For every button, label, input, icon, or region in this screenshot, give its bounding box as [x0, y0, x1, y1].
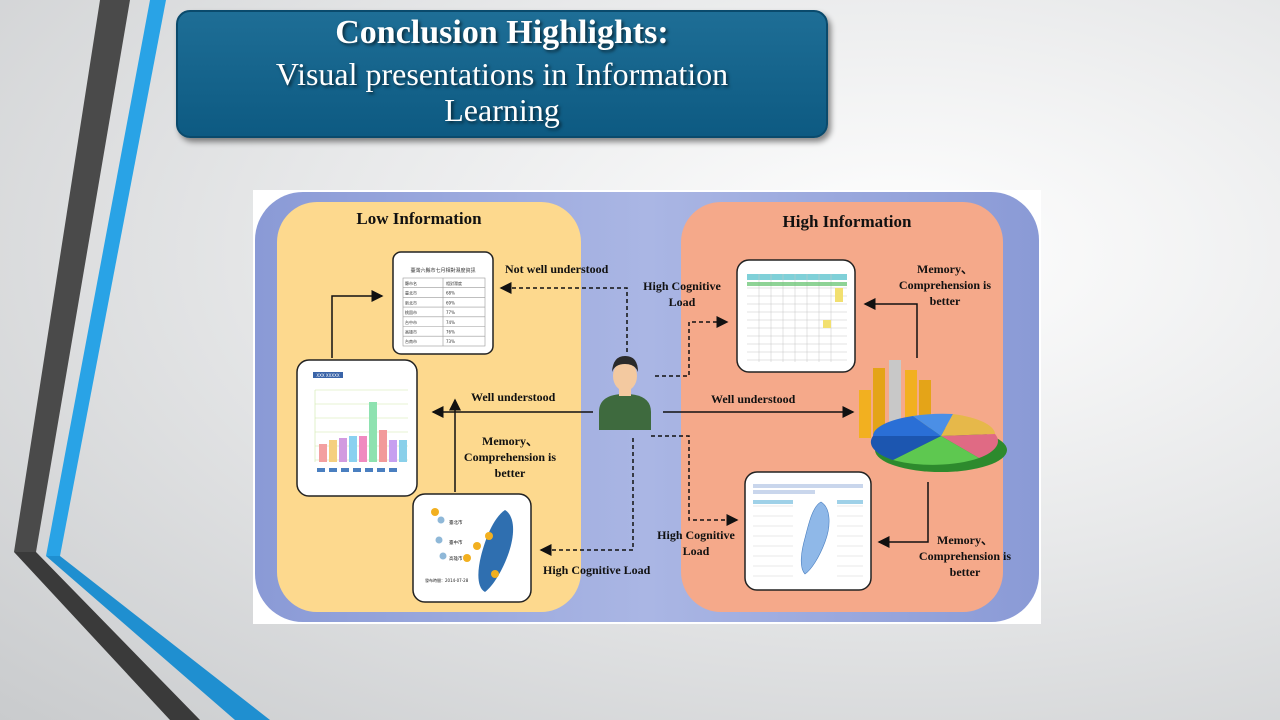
label-high-load-top-2: Load [669, 295, 696, 309]
bar-mark [389, 440, 397, 462]
label-memory-left-2: Comprehension is [464, 450, 556, 464]
table-cell: 68% [446, 291, 455, 296]
label-memory-left-3: better [495, 466, 526, 480]
label-memory-right-bottom-1: Memory、 [937, 533, 993, 547]
slide-title: Conclusion Highlights: [335, 14, 669, 51]
arrow-person-to-map-dashed [539, 438, 634, 556]
weather-map-card: 臺北市 臺中市 高雄市 發布時間：2014-07-28 [412, 493, 532, 603]
label-memory-right-bottom-2: Comprehension is [919, 549, 1011, 563]
sun-icon [431, 508, 439, 516]
label-high-load-bottom: High Cognitive Load [543, 563, 651, 577]
table-cell: 74% [446, 320, 455, 325]
title-banner: Conclusion Highlights: Visual presentati… [176, 10, 828, 138]
bar-card-header: XXX XXXXX [316, 373, 339, 378]
dense-table-card [736, 259, 856, 373]
stripe-blue-bottom [46, 556, 270, 720]
table-cell: 73% [446, 339, 455, 344]
taiwan-forecast-map-shape [800, 501, 830, 575]
label-memory-right-top-2: Comprehension is [899, 278, 991, 292]
bar-mark [359, 436, 367, 462]
low-panel-title: Low Information [356, 209, 482, 228]
information-learning-diagram: Low Information High Information 臺灣六縣市七月… [253, 190, 1041, 624]
label-memory-right-top-3: better [930, 294, 961, 308]
arrow-person-to-forecast-dashed [651, 435, 739, 526]
arrow-pie-to-dense-table [863, 298, 918, 358]
map-label: 臺中市 [449, 539, 463, 546]
pie-bar-3d-graphic [859, 360, 1007, 472]
bar-mark [369, 402, 377, 462]
label-high-load-top-1: High Cognitive [643, 279, 721, 293]
sun-icon [485, 532, 493, 540]
bar-mark [349, 436, 357, 462]
sun-icon [473, 542, 481, 550]
bar-mark [399, 440, 407, 462]
table-cell: 76% [446, 330, 455, 335]
table-card: 臺灣六縣市七月相對濕度資訊 縣市名 相對濕度 臺北市 68% 新北市 69% 桃… [392, 251, 494, 355]
cloud-icon [439, 552, 447, 560]
label-memory-right-bottom-3: better [950, 565, 981, 579]
label-well-understood-right: Well understood [711, 392, 796, 406]
table-cell: 高雄市 [405, 329, 417, 335]
stripe-gray-bottom [14, 552, 200, 720]
map-footer: 發布時間：2014-07-28 [425, 577, 469, 583]
label-memory-left-1: Memory、 [482, 434, 538, 448]
map-label: 高雄市 [449, 555, 463, 562]
label-memory-right-top-1: Memory、 [917, 262, 973, 276]
table-cell: 台中市 [405, 319, 417, 325]
table-cell: 桃園市 [405, 309, 417, 315]
arrow-pie-to-forecast-map [877, 482, 929, 548]
slide-subtitle-line2: Learning [444, 92, 560, 128]
bar-mark [379, 430, 387, 462]
sun-icon [463, 554, 471, 562]
cloud-icon [437, 516, 445, 524]
person-figure [599, 356, 651, 430]
bar-mark [319, 444, 327, 462]
table-cell: 77% [446, 310, 455, 315]
cloud-icon [435, 536, 443, 544]
table-cell: 69% [446, 300, 455, 305]
table-cell: 台南市 [405, 338, 417, 344]
table-card-title: 臺灣六縣市七月相對濕度資訊 [410, 267, 475, 274]
arrow-person-to-dense-table-dashed [655, 316, 729, 377]
bar-mark [329, 440, 337, 462]
label-well-understood-left: Well understood [471, 390, 556, 404]
forecast-map-card [744, 471, 872, 591]
map-label: 臺北市 [449, 519, 463, 526]
high-panel-title: High Information [783, 212, 912, 231]
label-not-well-understood: Not well understood [505, 262, 609, 276]
taiwan-map-shape [478, 510, 514, 592]
table-cell: 新北市 [405, 299, 417, 305]
table-cell: 相對濕度 [446, 280, 462, 286]
bar-chart-card: XXX XXXXX [296, 359, 418, 497]
arrow-person-to-table-dashed [499, 282, 628, 352]
slide-subtitle-line1: Visual presentations in Information [275, 56, 729, 92]
stripe-gray-left [14, 0, 130, 552]
bar-mark [339, 438, 347, 462]
arrow-bar-to-table [331, 290, 384, 358]
label-high-load-mid-1: High Cognitive [657, 528, 735, 542]
table-cell: 臺北市 [405, 290, 417, 296]
stripe-blue-left [46, 0, 166, 556]
table-cell: 縣市名 [405, 280, 417, 286]
sun-icon [491, 570, 499, 578]
label-high-load-mid-2: Load [683, 544, 710, 558]
